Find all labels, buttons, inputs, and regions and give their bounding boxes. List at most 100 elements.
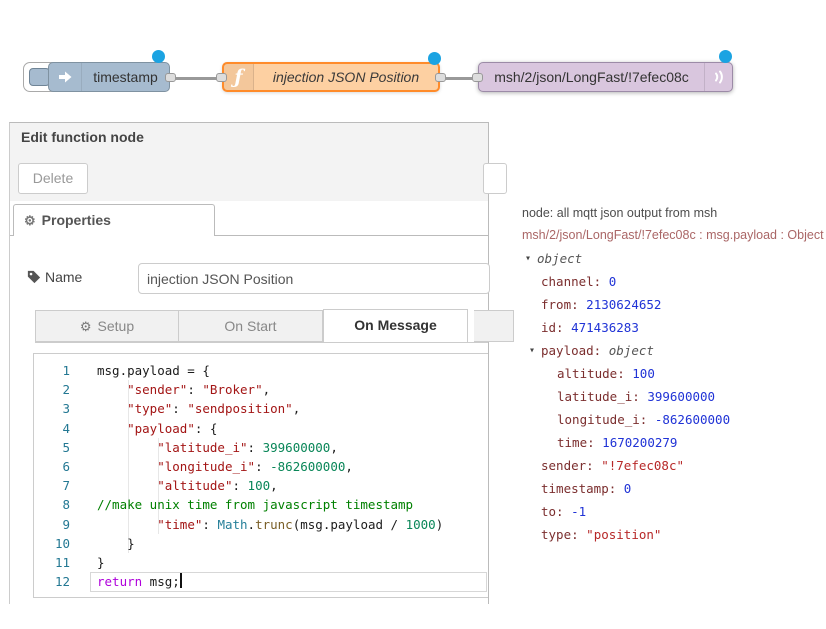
line-number: 6 [62,458,70,474]
code-line[interactable]: 12 return msg; [34,572,488,591]
debug-key: sender: [541,458,594,473]
code-line[interactable]: 1 msg.payload = { [34,361,488,380]
output-port[interactable] [165,73,176,82]
node-label: timestamp [93,69,158,85]
debug-key: altitude: [557,366,625,381]
debug-row: to: -1 [510,500,826,523]
code-text: "longitude_i": -862600000, [157,458,353,474]
debug-row: type: "position" [510,523,826,546]
tab-setup[interactable]: ⚙Setup [35,310,179,342]
code-text: "latitude_i": 399600000, [157,439,338,455]
debug-row: altitude: 100 [510,362,826,385]
name-input[interactable] [138,263,490,294]
code-text: //make unix time from javascript timesta… [97,497,414,513]
debug-key: to: [541,504,564,519]
line-number: 2 [62,382,70,398]
node-inject-timestamp[interactable]: timestamp [48,62,170,92]
tab-on-start[interactable]: On Start [179,310,323,342]
tag-icon [27,270,41,289]
function-icon: ƒ [224,64,254,90]
debug-row: ▾ object [510,247,826,270]
function-editor-tabs: ⚙Setup On Start On Message [35,309,514,343]
input-port[interactable] [216,73,227,82]
output-port[interactable] [435,73,446,82]
debug-row: latitude_i: 399600000 [510,385,826,408]
debug-value: "!7efec08c" [601,458,685,473]
node-label: msh/2/json/LongFast/!7efec08c [494,69,689,85]
debug-key: object [537,251,583,266]
mqtt-broadcast-icon [704,63,732,91]
debug-value: 399600000 [647,389,716,404]
code-lines: 1 msg.payload = { 2 "sender": "Broker",3 "… [34,361,488,591]
code-line[interactable]: 4 "payload": { [34,419,488,438]
debug-source-node: node: all mqtt json output from msh [522,206,718,220]
code-line[interactable]: 6 "longitude_i": -862600000, [34,457,488,476]
debug-value: -862600000 [654,412,731,427]
debug-row: sender: "!7efec08c" [510,454,826,477]
line-number: 12 [54,574,70,590]
code-text: } [97,554,105,570]
code-text: "type": "sendposition", [127,401,301,417]
indent-guide [158,438,159,534]
gear-icon: ⚙ [24,213,36,228]
debug-value: 0 [608,274,617,289]
debug-row: from: 2130624652 [510,293,826,316]
tab-on-message[interactable]: On Message [323,309,468,343]
debug-key: from: [541,297,579,312]
tab-properties[interactable]: ⚙Properties [13,204,215,236]
line-number: 11 [54,554,70,570]
debug-key: timestamp: [541,481,617,496]
code-text: "payload": { [127,420,218,436]
debug-row: longitude_i: -862600000 [510,408,826,431]
edit-function-node-dialog: Edit function node Delete ⚙Properties Na… [9,122,514,604]
debug-key: type: [541,527,579,542]
code-line[interactable]: 11} [34,553,488,572]
node-mqtt-out[interactable]: msh/2/json/LongFast/!7efec08c [478,62,733,92]
current-line-highlight [90,572,487,592]
dialog-tabstrip: ⚙Properties [10,201,488,236]
debug-row: channel: 0 [510,270,826,293]
cancel-button-partial[interactable] [483,163,507,194]
debug-row: ▾ payload: object [510,339,826,362]
collapse-toggle-icon[interactable]: ▾ [529,345,536,356]
changed-indicator [152,50,165,63]
tab-partial[interactable] [474,310,514,342]
tab-row-border [35,310,488,343]
inject-trigger-button-inner [29,68,50,86]
collapse-toggle-icon[interactable]: ▾ [525,253,532,264]
inject-arrow-icon [49,63,82,91]
code-text: msg.payload = { [97,363,210,378]
node-label: injection JSON Position [272,69,420,85]
code-line[interactable]: 9 "time": Math.trunc(msg.payload / 1000) [34,515,488,534]
code-line[interactable]: 2 "sender": "Broker", [34,380,488,399]
line-number: 10 [54,535,70,551]
debug-value: 0 [623,481,632,496]
code-text: return msg; [97,573,182,590]
debug-key: payload: [541,343,602,358]
code-line[interactable]: 7 "altitude": 100, [34,476,488,495]
indent-guide [128,380,129,553]
delete-button[interactable]: Delete [18,163,88,194]
code-line[interactable]: 10 } [34,534,488,553]
debug-row: id: 471436283 [510,316,826,339]
dialog-title: Edit function node [10,123,488,152]
changed-indicator [719,50,732,63]
name-row: Name [10,263,490,295]
changed-indicator [428,52,441,65]
debug-message-meta: msh/2/json/LongFast/!7efec08c : msg.payl… [522,228,824,242]
debug-value: object [608,343,654,358]
code-line[interactable]: 8//make unix time from javascript timest… [34,495,488,514]
line-number: 1 [62,363,70,378]
input-port[interactable] [472,73,483,82]
debug-value: 2130624652 [586,297,662,312]
code-text: } [97,535,135,551]
node-function-injection-json-position[interactable]: ƒ injection JSON Position [222,62,440,92]
debug-key: channel: [541,274,602,289]
line-number: 9 [62,516,70,532]
code-editor[interactable]: 1 msg.payload = { 2 "sender": "Broker",3 "… [33,353,488,598]
code-line[interactable]: 3 "type": "sendposition", [34,399,488,418]
code-line[interactable]: 5 "latitude_i": 399600000, [34,438,488,457]
name-field-label: Name [45,269,83,285]
